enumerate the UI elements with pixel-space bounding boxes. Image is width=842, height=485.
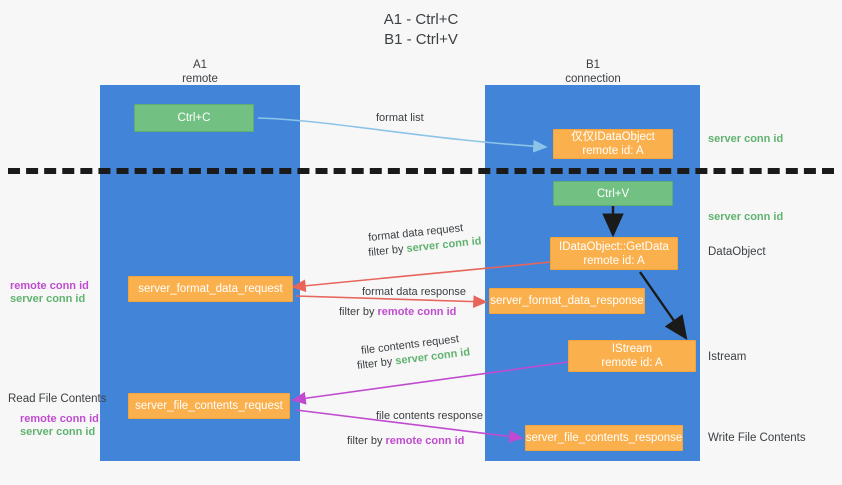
note-istream: Istream [708, 351, 747, 363]
filter-prefix-2: filter by [339, 306, 378, 318]
note-left-remote-conn-id-2: remote conn id [20, 413, 99, 425]
filter-prefix-3: filter by [356, 355, 397, 373]
edge-label-format-data-response-filter: filter by remote conn id [339, 305, 456, 319]
node-istream-line1: IStream [611, 343, 653, 355]
node-server-file-contents-response-label: server_file_contents_response [525, 432, 683, 444]
filter-value-remote-conn-id-2: remote conn id [385, 435, 465, 447]
node-ctrl-v-label: Ctrl+V [596, 187, 630, 200]
node-istream-line2: remote id: A [601, 357, 663, 369]
note-server-conn-id-mid: server conn id [708, 211, 784, 223]
note-left-server-conn-id-2: server conn id [20, 426, 96, 438]
filter-value-remote-conn-id-1: remote conn id [377, 306, 457, 318]
page-title-line2: B1 - Ctrl+V [384, 31, 458, 48]
edge-label-format-list: format list [376, 112, 424, 124]
node-idataobject-getdata[interactable]: IDataObject::GetData remote id: A [550, 237, 678, 270]
lane-header-b1-sub: connection [565, 73, 621, 85]
note-write-file-contents: Write File Contents [708, 432, 806, 444]
lane-header-a1: A1 remote [120, 58, 280, 86]
edge-label-file-contents-response: file contents response [376, 410, 484, 422]
node-server-file-contents-request-label: server_file_contents_request [135, 400, 283, 412]
lane-header-b1-name: B1 [585, 59, 601, 71]
lane-header-a1-name: A1 [192, 59, 208, 71]
node-idataobject-formats-line2: remote id: A [582, 145, 644, 157]
node-idataobject-formats-line1: 仅仅IDataObject [571, 131, 655, 143]
note-left-server-conn-id-1: server conn id [10, 293, 86, 305]
note-left-remote-conn-id-1: remote conn id [10, 280, 89, 292]
node-istream[interactable]: IStream remote id: A [568, 340, 696, 372]
edge-label-file-contents-response-filter: filter by remote conn id [347, 434, 464, 448]
note-server-conn-id-top: server conn id [708, 133, 784, 145]
edge-label-format-data-response: format data response [362, 286, 466, 298]
node-server-file-contents-request[interactable]: server_file_contents_request [128, 393, 290, 419]
filter-prefix-1: filter by [367, 243, 408, 260]
node-idataobject-formats[interactable]: 仅仅IDataObject remote id: A [553, 129, 673, 159]
note-dataobject: DataObject [708, 246, 766, 258]
filter-prefix-4: filter by [347, 435, 386, 447]
node-server-file-contents-response[interactable]: server_file_contents_response [525, 425, 683, 451]
lane-header-a1-sub: remote [182, 73, 218, 85]
node-server-format-data-request[interactable]: server_format_data_request [128, 276, 293, 302]
node-ctrl-c-label: Ctrl+C [177, 112, 211, 124]
node-ctrl-v[interactable]: Ctrl+V [553, 181, 673, 206]
node-server-format-data-response-label-main: server_format_data_response [490, 295, 644, 307]
lane-header-b1: B1 connection [513, 58, 673, 86]
node-idataobject-getdata-line1: IDataObject::GetData [559, 240, 669, 253]
note-read-file-contents: Read File Contents [8, 393, 107, 405]
page-title-line1: A1 - Ctrl+C [383, 11, 459, 28]
node-idataobject-getdata-line2: remote id: A [583, 254, 645, 267]
phase-divider [8, 168, 834, 174]
node-ctrl-c[interactable]: Ctrl+C [134, 104, 254, 132]
node-server-format-data-response[interactable]: server_format_data_response [489, 288, 645, 314]
node-server-format-data-request-label: server_format_data_request [138, 283, 283, 295]
